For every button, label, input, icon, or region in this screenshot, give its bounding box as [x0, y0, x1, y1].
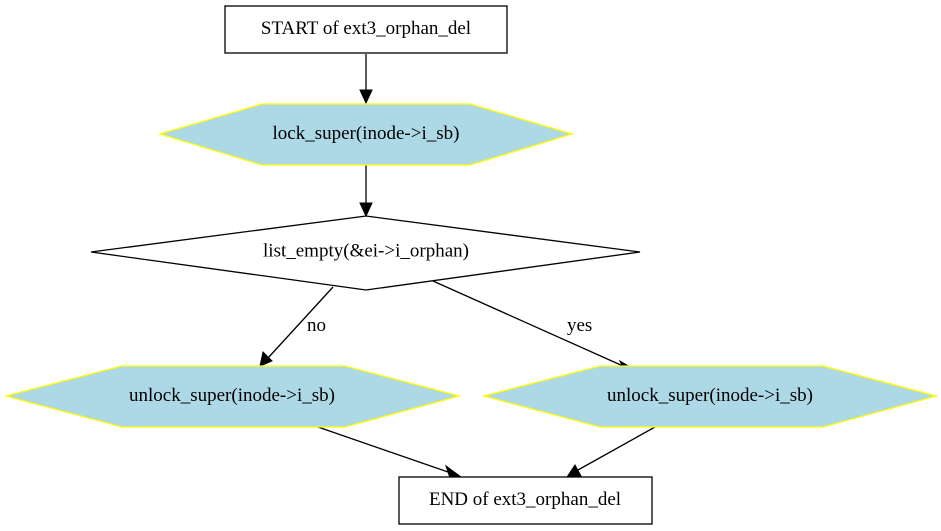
node-decision-diamond — [90, 215, 641, 291]
edge-label-no: no — [307, 315, 326, 336]
edge-start-to-lock — [359, 54, 373, 105]
node-unlock-yes-label: unlock_super(inode->i_sb) — [607, 385, 813, 406]
node-lock: lock_super(inode->i_sb) — [157, 103, 575, 166]
node-unlock-no-label: unlock_super(inode->i_sb) — [129, 385, 335, 406]
node-end: END of ext3_orphan_del — [398, 476, 653, 525]
node-lock-hexagon — [157, 103, 575, 166]
edge-decision-no: no — [259, 286, 334, 367]
node-decision-label: list_empty(&ei->i_orphan) — [263, 240, 469, 261]
node-lock-label: lock_super(inode->i_sb) — [273, 123, 460, 144]
node-start: START of ext3_orphan_del — [224, 5, 508, 54]
node-end-box — [398, 476, 653, 525]
edge-unlock-yes-to-end — [566, 426, 656, 478]
edge-unlock-no-to-end — [317, 426, 463, 479]
node-unlock-no-hexagon — [3, 365, 462, 428]
edge-decision-yes: yes — [432, 280, 637, 373]
node-decision: list_empty(&ei->i_orphan) — [90, 215, 641, 291]
node-start-box — [224, 5, 508, 54]
node-unlock-yes: unlock_super(inode->i_sb) — [481, 365, 939, 428]
node-unlock-no: unlock_super(inode->i_sb) — [3, 365, 462, 428]
edge-label-yes: yes — [567, 315, 592, 336]
edge-lock-to-decision — [359, 165, 373, 218]
node-unlock-yes-hexagon — [481, 365, 939, 428]
node-start-label: START of ext3_orphan_del — [261, 18, 471, 39]
node-end-label: END of ext3_orphan_del — [429, 489, 621, 510]
